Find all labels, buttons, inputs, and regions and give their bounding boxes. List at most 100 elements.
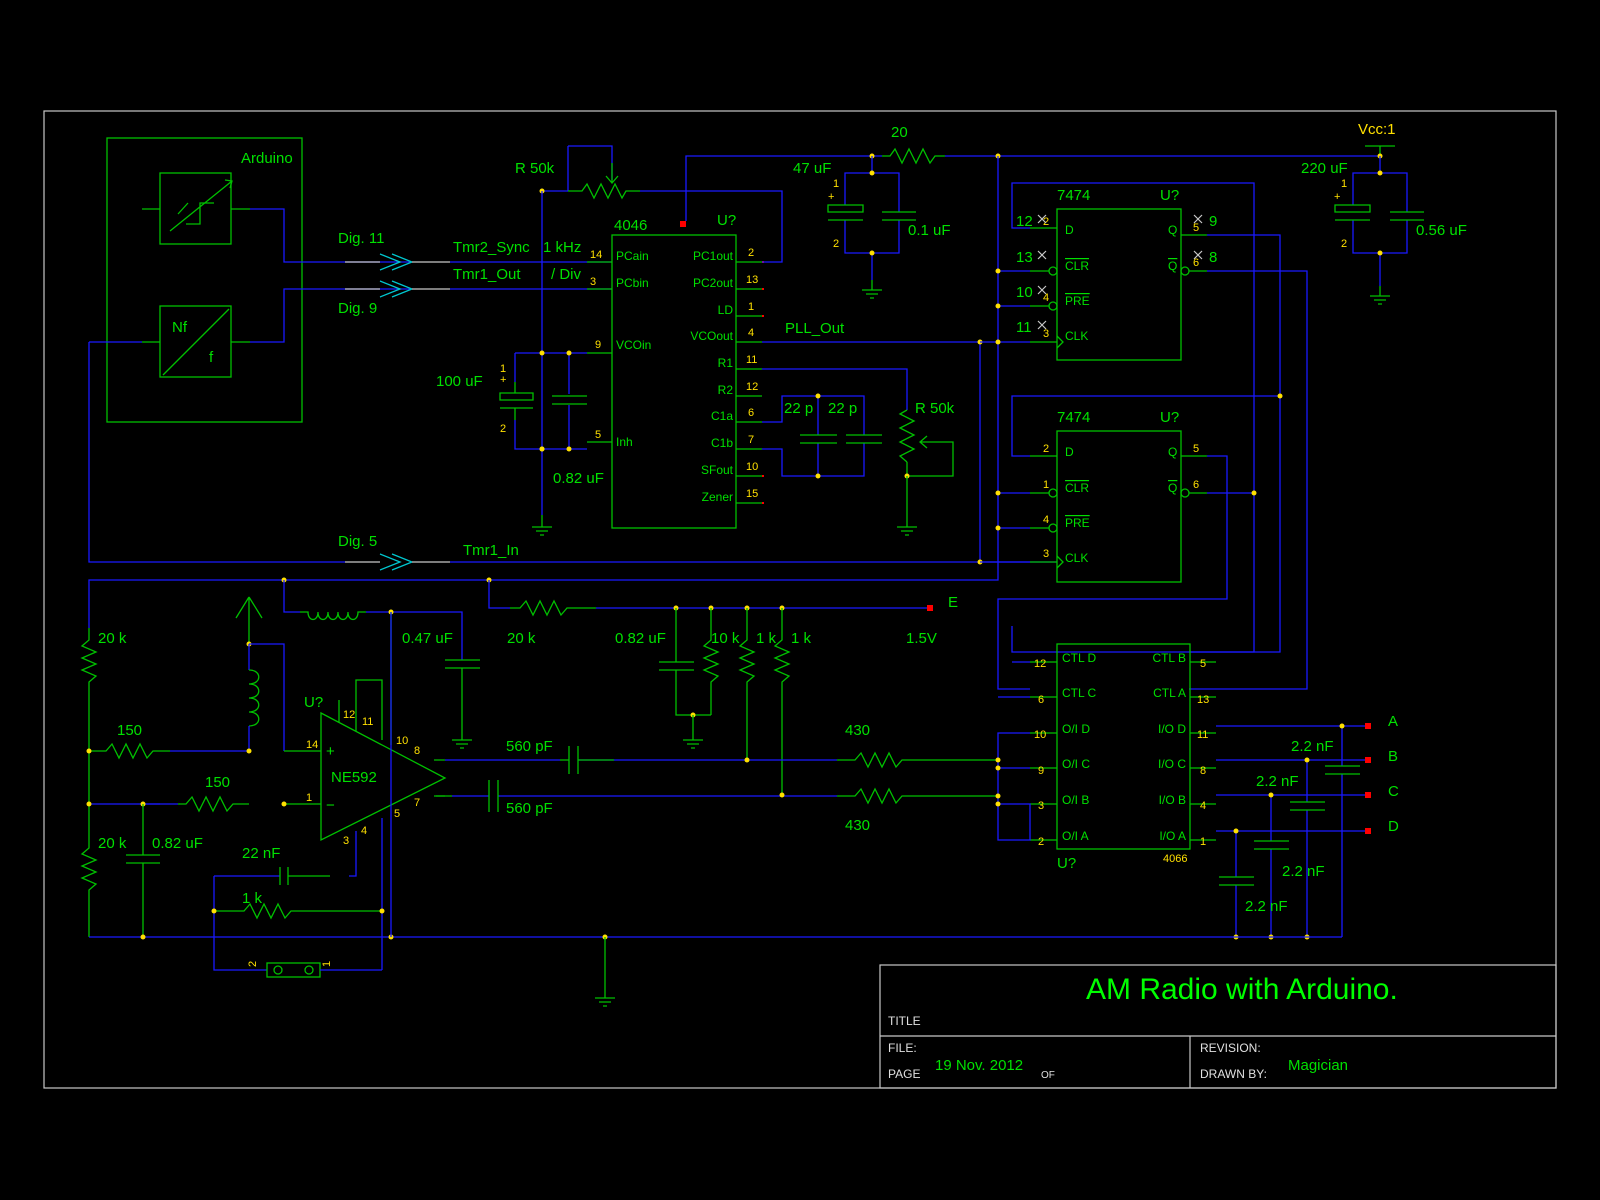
ground-icon [532,515,552,536]
feedback-network: 22 nF 1 k 2 1 [211,845,385,978]
cap-pin: + [500,374,506,386]
cap-pin: 2 [500,423,506,435]
svg-text:1: 1 [1043,479,1049,491]
potentiometer-top: R 50k [515,145,783,515]
output-d-label: D [1388,818,1399,835]
pll-pin-num: 14 [590,249,602,261]
date-value: 19 Nov. 2012 [935,1057,1023,1074]
pll-pin-num: 9 [595,339,601,351]
mux-pin-num: 6 [1038,694,1044,706]
pll-pin-name: R2 [718,383,734,397]
switch-4066: U? 4066 CTL D CTL C O/I D O/I C O/I B O/… [1030,643,1216,872]
nc-pin: 10 [1016,284,1033,301]
svg-text:4: 4 [1043,292,1049,304]
arduino-pll-connectors: Dig. 11 Dig. 9 Dig. 5 Tmr2_Sync Tmr1_Out… [338,230,612,571]
flipflop-7474-2: 7474 U? D CLR PRE CLK Q Q 21 43 56 [1030,409,1207,583]
cap-pin: + [828,191,834,203]
r150b-label: 150 [205,774,230,791]
nc-pin: 12 [1016,213,1033,230]
ff1-ref: U? [1160,187,1179,204]
ne592-pin: 14 [306,739,318,751]
c22nb-label: 2.2 nF [1256,773,1299,790]
svg-text:6: 6 [1193,257,1199,269]
ff1-name: 7474 [1057,187,1090,204]
pll-pin-name: Inh [616,435,633,449]
ff-pin-name: D [1065,223,1074,237]
nf-label: Nf [172,319,188,336]
r20k-top-label: 20 k [507,630,536,647]
ne592-pin: 7 [414,797,420,809]
jumper-pin: 1 [321,961,333,967]
sheet-border [43,110,1557,1089]
ground-icon [862,280,882,299]
drawn-by-value: Magician [1288,1057,1348,1074]
arduino-label: Arduino [241,150,293,167]
antenna-coil: 0.47 uF [235,580,480,754]
r10k-label: 10 k [711,630,740,647]
r430a-label: 430 [845,722,870,739]
c22n-label: 22 nF [242,845,280,862]
cap-pin: 2 [833,238,839,250]
bias-network: E 1.5V 20 k 0.82 uF 10 k 1 k 1 k [488,580,958,795]
cap-pin: + [1334,191,1340,203]
mux-pin-name: I/O B [1159,793,1186,807]
ne592-pin: 12 [343,709,355,721]
khz-label: 1 kHz [543,239,581,256]
c082b-label: 0.82 uF [615,630,666,647]
e-label: E [948,594,958,611]
mux-pin-name: O/I B [1062,793,1089,807]
c560b-label: 560 pF [506,800,553,817]
timing-caps: 22 p 22 p R 50k [762,368,955,536]
pll-pin-num: 10 [746,461,758,473]
svg-text:5: 5 [1193,222,1199,234]
dig9-label: Dig. 9 [338,300,377,317]
svg-text:6: 6 [1193,479,1199,491]
r430b-label: 430 [845,817,870,834]
cap-pin: 2 [1341,238,1347,250]
output-coupling: 560 pF 560 pF 430 430 [445,722,1001,834]
pll-pin-name: VCOout [690,329,733,343]
cap-pin: 1 [833,178,839,190]
svg-text:2: 2 [1043,216,1049,228]
c082a-label: 0.82 uF [553,470,604,487]
mux-pin-num: 3 [1038,800,1044,812]
mux-pin-num: 10 [1034,729,1046,741]
mux-pin-num: 1 [1200,836,1206,848]
schematic-title: AM Radio with Arduino. [1086,973,1398,1006]
mux-pin-num: 12 [1034,658,1046,670]
jumper-icon [266,962,321,978]
svg-text:4: 4 [1043,514,1049,526]
ff2-name: 7474 [1057,409,1090,426]
c01-label: 0.1 uF [908,222,951,239]
pllout-label: PLL_Out [785,320,845,337]
ff-pin-name: Q [1168,259,1177,273]
ff-pin-name: Q [1168,481,1177,495]
f-label: f [209,349,214,366]
pll-pin-num: 15 [746,488,758,500]
tmr1out-label: Tmr1_Out [453,266,521,283]
pll-pin-name: LD [718,303,734,317]
revision-label: REVISION: [1200,1041,1261,1055]
output-a-label: A [1388,713,1398,730]
pll-pin-num: 7 [748,434,754,446]
nc-pin: 13 [1016,249,1033,266]
nc-pin: 9 [1209,213,1217,230]
mux-pin-num: 8 [1200,765,1206,777]
output-port-d [1365,828,1371,834]
frequency-divider-icon [159,305,232,378]
pll-pin-name: PCain [616,249,649,263]
ff-pin-name: Q [1168,223,1177,237]
r20k-l2-label: 20 k [98,835,127,852]
ne592-pin: 8 [414,745,420,757]
pll-ref: U? [717,212,736,229]
mux-pin-num: 2 [1038,836,1044,848]
pll-pin-num: 3 [590,276,596,288]
r20k-l1-label: 20 k [98,630,127,647]
c22p2-label: 22 p [828,400,857,417]
pll-pin-name: Zener [702,490,733,504]
comparator-icon [159,172,232,245]
c22na-label: 2.2 nF [1291,738,1334,755]
inductor-icon [300,611,366,621]
ne592-pin: 3 [343,835,349,847]
